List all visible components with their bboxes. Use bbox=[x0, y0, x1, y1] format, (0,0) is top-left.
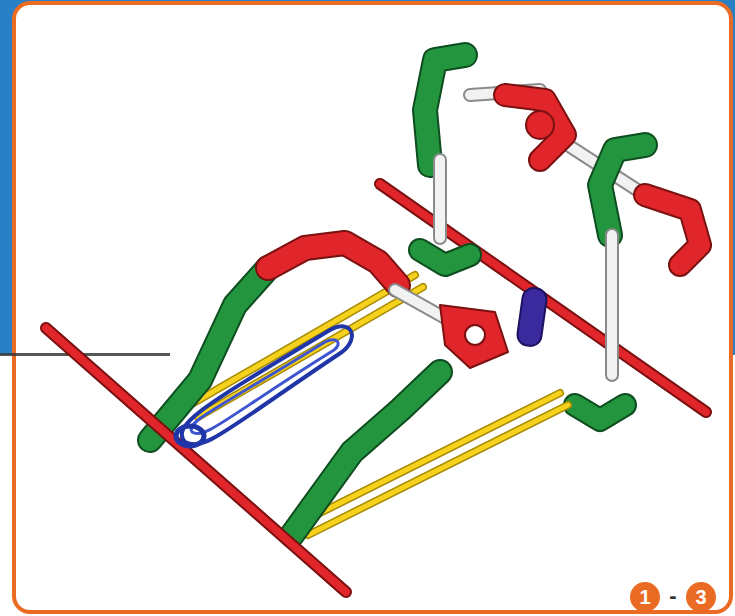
step-number-badge: 1 bbox=[630, 582, 660, 612]
frame bbox=[14, 3, 731, 612]
badge-circle-shape bbox=[630, 582, 660, 612]
knex-model bbox=[46, 55, 706, 592]
callout-number: 1 bbox=[639, 587, 650, 607]
badge-circle-shape bbox=[686, 582, 716, 612]
callout-number: 3 bbox=[695, 587, 706, 607]
step-number-badge: 3 bbox=[686, 582, 716, 612]
range-dash: - bbox=[669, 585, 676, 607]
